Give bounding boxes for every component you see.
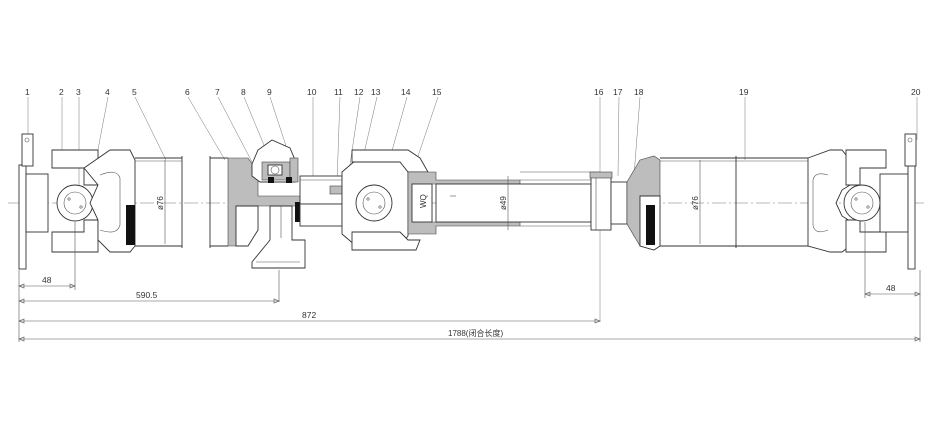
part-number-10: 10 bbox=[307, 87, 317, 97]
wq-stamp: WQ bbox=[419, 194, 428, 208]
diameter-left-tube: ø76 bbox=[156, 196, 165, 210]
left-spider bbox=[56, 184, 94, 222]
part-number-16: 16 bbox=[594, 87, 604, 97]
part-number-7: 7 bbox=[215, 87, 220, 97]
dim-right-flange: 48 bbox=[886, 283, 896, 293]
part-number-1: 1 bbox=[25, 87, 30, 97]
dim-slip-joint: 872 bbox=[302, 310, 316, 320]
dimension-labels: 48 590.5 872 1788(闭合长度) 48 bbox=[42, 275, 896, 338]
right-flange-yoke bbox=[807, 133, 917, 270]
dim-left-flange: 48 bbox=[42, 275, 52, 285]
part-number-12: 12 bbox=[354, 87, 364, 97]
part-leaders bbox=[27, 96, 918, 322]
part-number-11: 11 bbox=[334, 87, 343, 97]
part-number-4: 4 bbox=[105, 87, 110, 97]
slip-shaft: WQ ø49 bbox=[407, 171, 628, 235]
diameter-right-tube: ø76 bbox=[691, 196, 700, 210]
part-number-17: 17 bbox=[613, 87, 623, 97]
part-number-13: 13 bbox=[371, 87, 381, 97]
right-spider bbox=[843, 184, 881, 222]
part-number-2: 2 bbox=[59, 87, 64, 97]
part-number-8: 8 bbox=[241, 87, 246, 97]
part-number-14: 14 bbox=[401, 87, 411, 97]
middle-spider bbox=[355, 184, 393, 222]
part-number-labels: 1 2 3 4 5 6 7 8 9 10 11 12 13 14 15 16 1… bbox=[25, 87, 921, 97]
left-flange-yoke bbox=[18, 133, 136, 270]
part-number-5: 5 bbox=[132, 87, 137, 97]
part-number-19: 19 bbox=[739, 87, 749, 97]
part-number-18: 18 bbox=[634, 87, 644, 97]
dim-support-bearing: 590.5 bbox=[136, 290, 158, 300]
part-number-6: 6 bbox=[185, 87, 190, 97]
part-number-3: 3 bbox=[76, 87, 81, 97]
middle-universal-joint bbox=[341, 149, 429, 251]
right-tube: ø76 bbox=[626, 155, 808, 251]
left-tube: ø76 bbox=[135, 156, 228, 248]
dim-total-length: 1788(闭合长度) bbox=[448, 328, 503, 338]
part-number-20: 20 bbox=[911, 87, 921, 97]
part-number-9: 9 bbox=[267, 87, 272, 97]
diameter-middle-shaft: ø49 bbox=[499, 196, 508, 210]
dimension-lines bbox=[18, 222, 921, 342]
support-bearing-assembly bbox=[227, 139, 343, 269]
part-number-15: 15 bbox=[432, 87, 442, 97]
